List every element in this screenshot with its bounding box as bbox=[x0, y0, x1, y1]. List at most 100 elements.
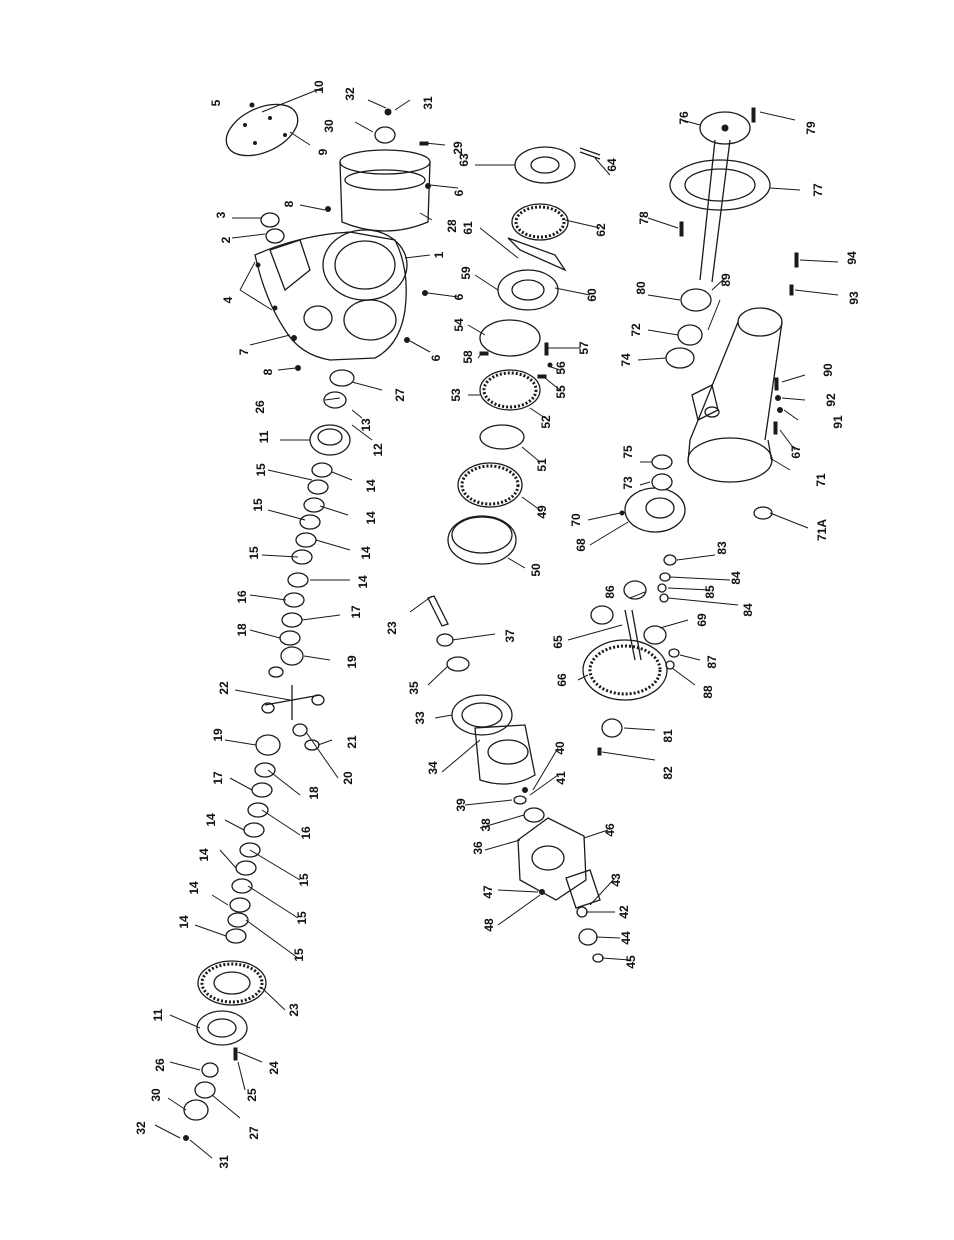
callout-90: 90 bbox=[821, 363, 835, 377]
ring-gear-66 bbox=[582, 639, 668, 701]
callout-31a: 31 bbox=[421, 96, 435, 110]
callout-72: 72 bbox=[629, 323, 643, 337]
callout-8a: 8 bbox=[282, 200, 296, 207]
callout-67: 67 bbox=[789, 445, 803, 459]
callout-73: 73 bbox=[621, 476, 635, 490]
callout-93: 93 bbox=[847, 291, 861, 305]
callout-10: 10 bbox=[312, 80, 326, 94]
callout-13: 13 bbox=[359, 418, 373, 432]
callout-83: 83 bbox=[715, 541, 729, 555]
cover-plate bbox=[225, 103, 299, 157]
callout-33: 33 bbox=[413, 711, 427, 725]
callout-19a: 19 bbox=[345, 655, 359, 669]
callout-81: 81 bbox=[661, 729, 675, 743]
yoke-housing bbox=[517, 817, 604, 963]
callout-21: 21 bbox=[345, 735, 359, 749]
differential-case-lower bbox=[196, 1010, 248, 1061]
callout-56: 56 bbox=[554, 361, 568, 375]
hub-stack bbox=[447, 146, 576, 565]
small-fasteners bbox=[249, 102, 431, 371]
callout-34: 34 bbox=[426, 761, 440, 775]
callout-74: 74 bbox=[619, 353, 633, 367]
callout-2: 2 bbox=[219, 236, 233, 243]
callout-60: 60 bbox=[585, 288, 599, 302]
callout-41: 41 bbox=[554, 771, 568, 785]
callout-82: 82 bbox=[661, 766, 675, 780]
callout-75: 75 bbox=[621, 445, 635, 459]
ring-gear bbox=[197, 960, 267, 1006]
callout-labels: 1 2 3 4 5 6 6 6 7 8 8 9 10 11 11 12 13 1… bbox=[134, 80, 861, 1169]
callout-59: 59 bbox=[459, 266, 473, 280]
callout-49: 49 bbox=[535, 505, 549, 519]
callout-17b: 17 bbox=[211, 771, 225, 785]
callout-55: 55 bbox=[554, 385, 568, 399]
callout-35: 35 bbox=[407, 681, 421, 695]
callout-71A: 71A bbox=[815, 519, 829, 541]
callout-80: 80 bbox=[634, 281, 648, 295]
wheel-hub-68 bbox=[619, 454, 686, 533]
callout-1: 1 bbox=[432, 251, 446, 258]
callout-3: 3 bbox=[214, 211, 228, 218]
callout-45: 45 bbox=[624, 955, 638, 969]
callout-84a: 84 bbox=[729, 571, 743, 585]
callout-14d: 14 bbox=[356, 575, 370, 589]
callout-11a: 11 bbox=[257, 430, 271, 443]
callout-15f: 15 bbox=[292, 948, 306, 962]
callout-30b: 30 bbox=[149, 1088, 163, 1102]
leader-lines bbox=[154, 87, 839, 1159]
callout-91: 91 bbox=[831, 415, 845, 429]
callout-66: 66 bbox=[555, 673, 569, 687]
callout-32b: 32 bbox=[134, 1121, 148, 1135]
callout-11b: 11 bbox=[151, 1008, 165, 1021]
callout-78: 78 bbox=[637, 211, 651, 225]
callout-6b: 6 bbox=[452, 293, 466, 300]
callout-17a: 17 bbox=[349, 605, 363, 619]
bearing-30-top bbox=[374, 108, 396, 144]
callout-27a: 27 bbox=[393, 388, 407, 402]
callout-26a: 26 bbox=[253, 400, 267, 414]
differential-stack bbox=[225, 369, 355, 944]
callout-32a: 32 bbox=[343, 87, 357, 101]
callout-64: 64 bbox=[605, 158, 619, 172]
callout-36: 36 bbox=[471, 841, 485, 855]
callout-14c: 14 bbox=[359, 546, 373, 560]
callout-84b: 84 bbox=[741, 603, 755, 617]
callout-14h: 14 bbox=[177, 915, 191, 929]
callout-53: 53 bbox=[449, 388, 463, 402]
callout-12: 12 bbox=[371, 443, 385, 457]
callout-28: 28 bbox=[445, 219, 459, 233]
pinion-cage-flange bbox=[451, 694, 545, 823]
callout-42: 42 bbox=[617, 905, 631, 919]
callout-14f: 14 bbox=[197, 848, 211, 862]
callout-77: 77 bbox=[811, 183, 825, 197]
callout-25: 25 bbox=[245, 1088, 259, 1102]
callout-86: 86 bbox=[603, 585, 617, 599]
callout-76: 76 bbox=[677, 111, 691, 125]
callout-50: 50 bbox=[529, 563, 543, 577]
spindle-housing bbox=[687, 307, 783, 483]
callout-48: 48 bbox=[482, 918, 496, 932]
callout-46: 46 bbox=[603, 823, 617, 837]
callout-18a: 18 bbox=[235, 623, 249, 637]
callout-6a: 6 bbox=[452, 189, 466, 196]
callout-14b: 14 bbox=[364, 511, 378, 525]
callout-89: 89 bbox=[719, 273, 733, 287]
callout-47: 47 bbox=[481, 885, 495, 899]
callout-16b: 16 bbox=[299, 826, 313, 840]
bearing-set-lower bbox=[183, 1062, 219, 1141]
callout-38: 38 bbox=[479, 818, 493, 832]
callout-52: 52 bbox=[539, 415, 553, 429]
callout-58: 58 bbox=[461, 350, 475, 364]
callout-20: 20 bbox=[341, 771, 355, 785]
callout-24: 24 bbox=[267, 1061, 281, 1075]
callout-87: 87 bbox=[705, 655, 719, 669]
differential-carrier-drum bbox=[339, 149, 431, 232]
callout-5: 5 bbox=[209, 99, 223, 106]
callout-63: 63 bbox=[457, 153, 471, 167]
callout-85: 85 bbox=[703, 585, 717, 599]
callout-8b: 8 bbox=[261, 368, 275, 375]
callout-94: 94 bbox=[845, 251, 859, 265]
callout-14a: 14 bbox=[364, 479, 378, 493]
callout-15a: 15 bbox=[254, 463, 268, 477]
